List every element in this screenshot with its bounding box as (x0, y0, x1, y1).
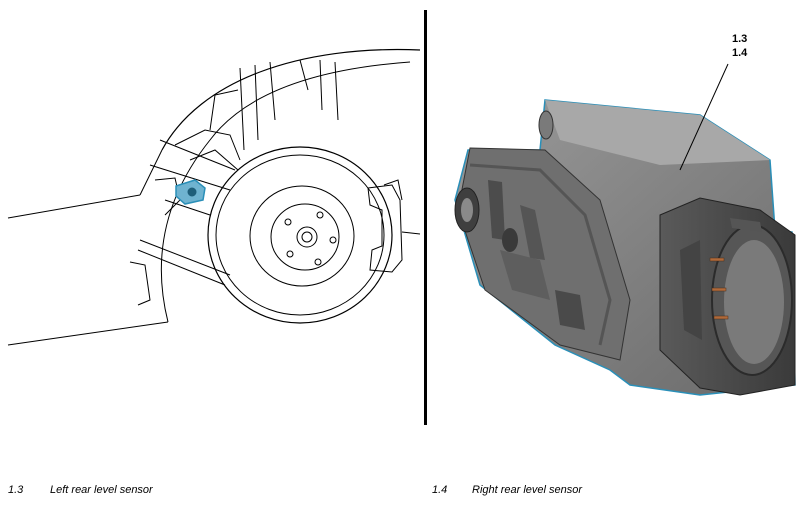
brake-caliper (367, 184, 403, 273)
level-sensor-render (454, 63, 796, 396)
right-sensor-illustration (428, 0, 809, 440)
left-wheel-illustration (0, 0, 424, 440)
wheel-hub (296, 226, 318, 248)
caption-left-sensor: 1.3 Left rear level sensor (8, 484, 153, 496)
brake-disc (207, 146, 393, 324)
caption-right-sensor: 1.4 Right rear level sensor (432, 484, 582, 496)
body-panel-line (139, 149, 163, 196)
callout-leader-line (679, 63, 729, 171)
level-sensor-highlight (175, 179, 206, 205)
wheel-line-drawing (7, 48, 421, 346)
connector-pins (709, 257, 729, 320)
wheel-arch (161, 48, 421, 151)
caption-text: Right rear level sensor (472, 484, 583, 496)
callout-label: 1.3 (732, 33, 748, 45)
panel-divider (424, 10, 427, 425)
caption-number: 1.4 (432, 484, 448, 496)
callout-label: 1.4 (732, 47, 748, 59)
caption-text: Left rear level sensor (50, 484, 153, 496)
wheel-arch-inner (160, 61, 411, 323)
body-panel-line (7, 194, 141, 219)
caption-number: 1.3 (8, 484, 24, 496)
body-panel-line (7, 321, 169, 346)
